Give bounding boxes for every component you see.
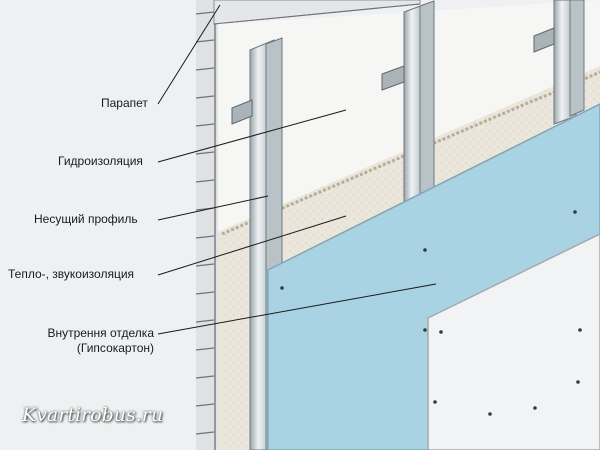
- leader-line-insulation: [157, 215, 347, 276]
- label-waterproofing: Гидроизоляция: [58, 154, 143, 168]
- label-interior-finish-line2: (Гипсокартон): [76, 341, 154, 355]
- bracket: [231, 99, 253, 125]
- bearing-profile: [403, 0, 435, 205]
- gypsum-board-white: [427, 233, 600, 450]
- bearing-profile: [553, 0, 585, 125]
- label-bearing-profile: Несущий профиль: [34, 212, 138, 226]
- bracket: [533, 27, 555, 53]
- parapet: [213, 0, 421, 25]
- leader-line-parapet: [157, 4, 221, 105]
- label-interior-finish: Внутрення отделка (Гипсокартон): [32, 326, 154, 356]
- label-parapet: Парапет: [101, 96, 148, 110]
- leader-line-waterproofing: [157, 109, 347, 163]
- label-interior-finish-line1: Внутрення отделка: [47, 326, 154, 340]
- watermark: Kvartirobus.ru: [22, 404, 164, 426]
- leader-line-profile: [157, 195, 269, 221]
- bracket: [381, 65, 405, 91]
- leader-line-finish: [157, 283, 437, 335]
- masonry-wall: [195, 0, 218, 450]
- label-insulation: Тепло-, звукоизоляция: [8, 267, 135, 281]
